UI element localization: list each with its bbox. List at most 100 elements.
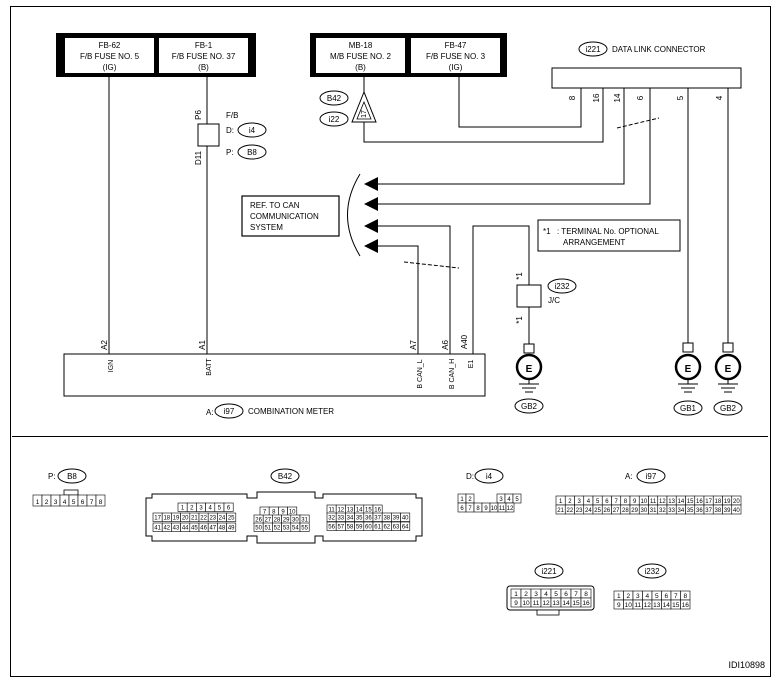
connector-pin-number: 54 (292, 526, 299, 532)
fb-d-oval (237, 122, 267, 138)
connector-pin-number: 6 (605, 499, 609, 505)
connector-pin-number: 52 (274, 526, 281, 532)
connector-pin-number: 9 (617, 602, 621, 609)
meter-id-oval (214, 403, 244, 419)
dlc-pin: 14 (613, 93, 622, 102)
meter-id: i97 (224, 407, 235, 416)
connector-pin-number: 28 (274, 518, 281, 524)
dlc-pin: 6 (636, 95, 645, 100)
connector-pin-number: 31 (650, 508, 657, 514)
connector-pin-number: 15 (672, 602, 680, 609)
connector-pin-number: 60 (365, 525, 372, 531)
connector-pin-number: 30 (292, 518, 299, 524)
inline-connector-triangle (351, 90, 377, 123)
dlc-id: i221 (585, 45, 601, 54)
dlc-pin: 4 (715, 95, 724, 100)
connector-pin-number: 2 (524, 591, 528, 598)
connector-pin-number: 49 (228, 526, 235, 532)
connector-pin-number: 53 (283, 526, 290, 532)
meter-pin-num: A7 (409, 340, 418, 350)
connector-pin-number: 4 (587, 499, 591, 505)
connector-pin-number: 41 (154, 526, 161, 532)
connector-pin-number: 57 (337, 525, 344, 531)
connector-pin-number: 38 (715, 508, 722, 514)
dlc-id-oval (578, 41, 608, 57)
dlc-pin: 16 (592, 93, 601, 102)
connector-pin-cell (226, 512, 237, 522)
conn-i97-oval (636, 468, 666, 484)
connector-pin-number: 14 (678, 499, 685, 505)
i22-oval (319, 111, 349, 127)
connector-pin-number: 5 (655, 593, 659, 600)
fb-p-prefix: P: (226, 148, 234, 157)
dlc-pin: 8 (568, 95, 577, 100)
ground-symbol: E (526, 364, 533, 375)
connector-pin-number: 24 (585, 508, 592, 514)
fuse-code: FB-47 (445, 41, 467, 50)
connector-pin-number: 36 (696, 508, 703, 514)
jc-mark-bottom: *1 (515, 316, 524, 324)
meter-pin-num: A6 (441, 340, 450, 350)
twisted-pair-symbol (403, 117, 660, 269)
fb-p-oval (237, 144, 267, 160)
connector-pin-number: 35 (356, 516, 363, 522)
connector-pin-number: 3 (54, 499, 58, 506)
connector-pin-number: 2 (45, 499, 49, 506)
connector-pin-number: 13 (668, 499, 675, 505)
connector-pin-number: 4 (544, 591, 548, 598)
i22-id: i22 (329, 115, 340, 124)
connector-pin-number: 12 (644, 602, 652, 609)
connector-pin-number: 23 (576, 508, 583, 514)
connector-pin-number: 40 (733, 508, 740, 514)
connector-pin-number: 29 (283, 518, 290, 524)
connector-pin-number: 3 (499, 497, 503, 503)
ground-label: GB1 (680, 404, 697, 413)
connector-pin-number: 11 (328, 508, 335, 514)
conn-i232-id: i232 (644, 567, 660, 576)
conn-b42-oval (270, 468, 300, 484)
fuse-name: F/B FUSE NO. 3 (426, 52, 486, 61)
connector-pin-number: 3 (534, 591, 538, 598)
meter-prefix: A: (206, 408, 214, 417)
connector-pin-number: 10 (522, 600, 530, 607)
connector-pin-number: 7 (468, 506, 472, 512)
connector-pin-number: 4 (645, 593, 649, 600)
meter-pin-num: A40 (460, 334, 469, 349)
connector-pin-number: 25 (594, 508, 601, 514)
connector-pin-number: 59 (356, 525, 363, 531)
jc-box (516, 284, 542, 308)
connector-pin-number: 1 (460, 497, 464, 503)
figure-id: IDI10898 (728, 660, 765, 670)
connector-pin-number: 44 (182, 526, 189, 532)
can-ref-box (241, 195, 340, 237)
can-arrows (364, 177, 378, 253)
conn-i4-id: i4 (486, 472, 493, 481)
connector-pin-number: 42 (163, 526, 170, 532)
fuse-code: FB-1 (195, 41, 213, 50)
ground-gb2-left (514, 343, 544, 414)
connector-pin-number: 10 (491, 506, 498, 512)
fuse-box-right (310, 33, 507, 77)
connector-pin-number: 16 (582, 600, 590, 607)
b42-oval (319, 90, 349, 106)
connector-pin-cell (400, 512, 411, 522)
connector-pin-number: 10 (625, 602, 633, 609)
connector-pin-number: 7 (90, 499, 94, 506)
connector-pin-number: 11 (650, 499, 657, 505)
fb-d-id: i4 (249, 126, 256, 135)
fuse-type: (IG) (449, 63, 463, 72)
connector-pin-number: 6 (664, 593, 668, 600)
connector-pin-number: 6 (227, 506, 231, 512)
fb-connector-box (197, 123, 220, 147)
connector-pin-number: 30 (641, 508, 648, 514)
connector-pin-number: 1 (559, 499, 563, 505)
conn-b8-oval (57, 468, 87, 484)
connector-pin-number: 26 (604, 508, 611, 514)
connector-pin-number: 13 (653, 602, 661, 609)
connector-pin-number: 14 (562, 600, 570, 607)
connector-pin-number: 1 (36, 499, 40, 506)
connector-pin-cell (580, 597, 592, 608)
connector-pin-number: 22 (567, 508, 574, 514)
connector-pin-number: 1 (617, 593, 621, 600)
